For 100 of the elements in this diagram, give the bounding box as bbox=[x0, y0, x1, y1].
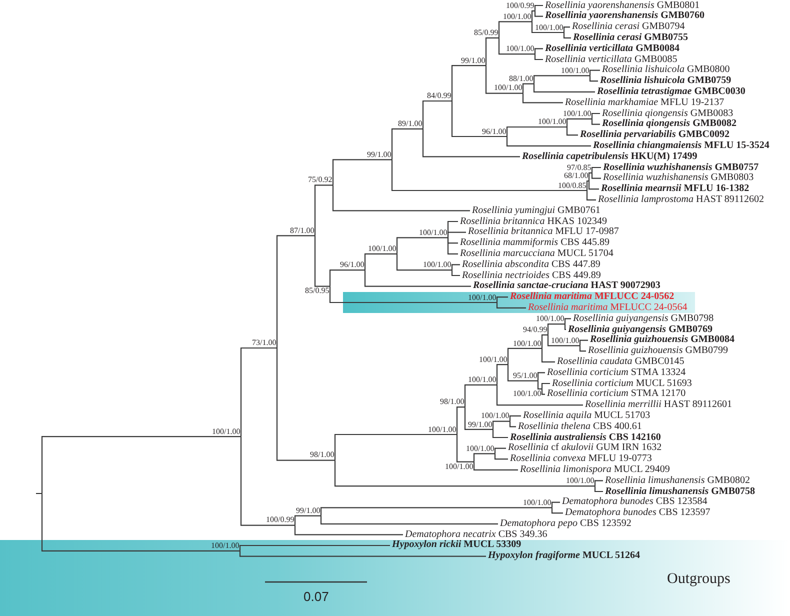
taxon-label: Dematophora bunodes CBS 123597 bbox=[563, 508, 710, 518]
branch-line bbox=[447, 232, 466, 238]
branch-line bbox=[579, 346, 586, 352]
support-value: 100/1.00 bbox=[538, 118, 568, 126]
taxon-label: Rosellinia pervariabilis GMBC0092 bbox=[578, 130, 730, 140]
taxon-label: Rosellinia limushanensis GMB0758 bbox=[603, 486, 756, 496]
taxon-label: Rosellinia cerasi GMB0794 bbox=[570, 22, 685, 32]
branch-line bbox=[507, 364, 538, 382]
taxon-label: Rosellinia wuzhishanensis GMB0757 bbox=[601, 162, 759, 172]
taxon-label: Rosellinia limushanensis GMB0802 bbox=[603, 476, 750, 486]
branch-line bbox=[240, 347, 277, 437]
support-value: 100/1.00 bbox=[566, 477, 596, 486]
branch-line bbox=[451, 270, 460, 276]
taxon-label: Rosellinia merrillii HAST 89112601 bbox=[583, 400, 732, 410]
branch-line bbox=[594, 480, 603, 486]
branch-line bbox=[534, 10, 543, 17]
branch-line bbox=[591, 172, 601, 179]
branch-line bbox=[531, 22, 564, 34]
taxon-label: Rosellinia yaorenshanensis GMB0760 bbox=[543, 11, 704, 22]
support-value: 100/1.00 bbox=[503, 12, 532, 21]
branch-line bbox=[551, 502, 560, 508]
branch-line bbox=[589, 76, 598, 82]
support-value: 68/1.00 bbox=[564, 172, 590, 180]
branch-line bbox=[240, 436, 295, 526]
taxon-label: Rosellinia maritima MFLUCC 24-0562 bbox=[508, 292, 674, 302]
support-value: 88/1.00 bbox=[509, 74, 534, 83]
branch-line bbox=[334, 434, 457, 460]
taxon-label: Rosellinia lamprostoma HAST 89112602 bbox=[596, 194, 764, 205]
branch-line bbox=[509, 421, 516, 428]
branch-line bbox=[594, 486, 603, 492]
taxon-label: Rosellinia guizhouensis GMB0799 bbox=[586, 346, 728, 356]
support-value: 97/0.85 bbox=[567, 164, 592, 172]
branch-line bbox=[41, 494, 240, 552]
support-value: 100/1.00 bbox=[211, 542, 240, 550]
branch-line bbox=[314, 236, 330, 287]
branch-line bbox=[41, 436, 241, 494]
branch-line bbox=[456, 406, 465, 434]
taxon-label: Rosellinia marcucciana MUCL 51704 bbox=[458, 248, 614, 259]
branch-line bbox=[239, 550, 486, 557]
branch-line bbox=[551, 508, 563, 514]
scale-label: 0.07 bbox=[304, 589, 329, 604]
branch-line bbox=[451, 264, 460, 270]
branch-line bbox=[541, 334, 548, 348]
branch-line bbox=[396, 237, 448, 254]
support-value: 100/1.00 bbox=[423, 261, 452, 270]
branch-line bbox=[364, 253, 397, 270]
support-value: 99/1.00 bbox=[296, 506, 322, 515]
branch-line bbox=[586, 180, 589, 190]
taxon-label: Rosellinia thelena CBS 400.61 bbox=[516, 422, 642, 432]
branch-line bbox=[563, 26, 570, 32]
support-value: 100/1.00 bbox=[535, 24, 564, 32]
support-value: 100/1.00 bbox=[513, 340, 542, 348]
branch-line bbox=[547, 324, 565, 335]
taxon-label: Rosellinia qiongensis GMB0082 bbox=[600, 119, 736, 130]
branch-line bbox=[494, 454, 508, 460]
branch-line bbox=[276, 348, 335, 461]
branch-line bbox=[496, 364, 508, 385]
taxon-label: Rosellinia aquila MUCL 51703 bbox=[521, 410, 650, 421]
support-value: 100/0.99 bbox=[266, 516, 296, 524]
taxon-label: Rosellinia markhamiae MFLU 19-2137 bbox=[563, 98, 724, 108]
taxon-label: Rosellinia convexa MFLU 19-0773 bbox=[508, 454, 652, 464]
taxon-label: Rosellinia abscondita CBS 447.89 bbox=[460, 260, 600, 270]
taxon-label: Hypoxylon rickii MUCL 53309 bbox=[390, 540, 522, 550]
support-value: 100/1.00 bbox=[212, 428, 242, 436]
taxon-label: Rosellinia cerasi GMB0755 bbox=[571, 32, 688, 43]
taxon-label: Rosellinia sanctae-cruciana HAST 90072903 bbox=[471, 281, 660, 292]
branch-line bbox=[591, 166, 601, 173]
taxon-label: Rosellinia yumingjui GMB0761 bbox=[470, 206, 600, 216]
support-value: 99/1.00 bbox=[468, 420, 494, 428]
support-value: 100/1.00 bbox=[536, 315, 566, 324]
branch-line bbox=[564, 324, 566, 330]
support-value: 96/1.00 bbox=[482, 128, 508, 136]
branch-line bbox=[588, 181, 599, 190]
branch-line bbox=[473, 453, 495, 462]
support-value: 100/1.00 bbox=[561, 66, 590, 75]
support-value: 94/0.99 bbox=[523, 326, 548, 334]
branch-line bbox=[391, 160, 587, 192]
branch-line bbox=[294, 515, 321, 526]
support-value: 85/0.99 bbox=[474, 29, 500, 37]
taxon-label: Dematophora pepo CBS 123592 bbox=[498, 518, 632, 529]
taxon-label: Rosellinia verticillata GMB0085 bbox=[543, 54, 678, 64]
branch-line bbox=[276, 235, 315, 348]
branch-line bbox=[447, 238, 458, 254]
support-value: 99/1.00 bbox=[367, 150, 392, 159]
branch-line bbox=[533, 75, 590, 84]
branch-line bbox=[522, 93, 563, 104]
taxon-label: Rosellinia britannica HKAS 102349 bbox=[458, 216, 607, 226]
taxon-label: Rosellinia guizhouensis GMB0084 bbox=[588, 335, 734, 346]
branch-line bbox=[496, 302, 526, 308]
branch-line bbox=[294, 525, 403, 536]
branch-line bbox=[492, 420, 510, 430]
branch-line bbox=[541, 348, 555, 362]
support-value: 100/1.00 bbox=[494, 84, 524, 92]
branch-line bbox=[589, 70, 600, 76]
branch-line bbox=[456, 434, 474, 462]
branch-line bbox=[591, 112, 600, 119]
branch-line bbox=[464, 407, 493, 430]
support-value: 100/1.00 bbox=[563, 110, 592, 118]
branch-line bbox=[534, 48, 543, 54]
taxon-label: Rosellinia lishuicola GMB0759 bbox=[598, 76, 732, 86]
